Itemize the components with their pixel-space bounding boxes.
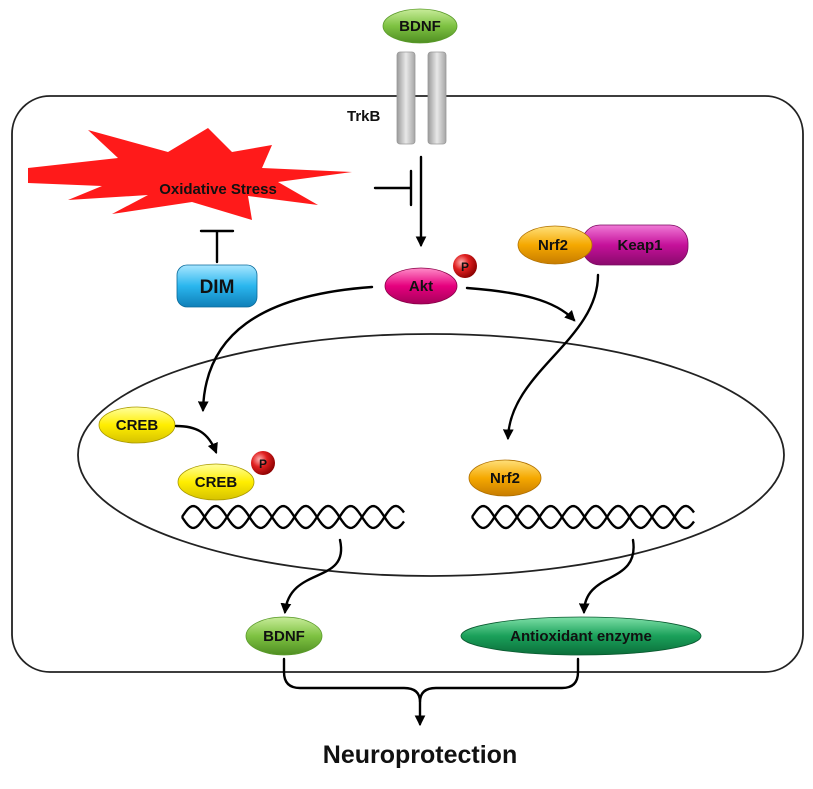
akt-phospho-label: P: [461, 260, 469, 274]
creb-phosphorylated-node: CREB: [177, 463, 255, 501]
akt-phospho-badge: P: [453, 254, 477, 278]
creb-label: CREB: [116, 417, 159, 434]
keap1-label: Keap1: [617, 237, 662, 254]
creb-phosphorylated-label: CREB: [195, 474, 238, 491]
neuroprotection-label: Neuroprotection: [323, 741, 517, 769]
dim-node: DIM: [176, 264, 258, 308]
convergence-bracket: [282, 657, 580, 703]
nrf2-nucleus-label: Nrf2: [490, 470, 520, 487]
dna-strand-2: [181, 504, 405, 530]
dna-strand-2: [471, 504, 695, 530]
bdnf-product-label: BDNF: [263, 628, 305, 645]
akt-label: Akt: [409, 278, 433, 295]
dna-left: [181, 504, 405, 530]
bdnf-ligand-label: BDNF: [399, 18, 441, 35]
dna-strand-1: [181, 504, 405, 530]
dna-to-antioxidant-edge: [578, 538, 635, 615]
oxidative-stress-node: Oxidative Stress: [28, 128, 352, 220]
creb-phosphorylation-edge: [174, 424, 218, 455]
akt-to-creb-edge: [197, 285, 374, 413]
nrf2-cytoplasm-label: Nrf2: [538, 237, 568, 254]
nrf2-translocation-edge: [502, 273, 600, 441]
akt-to-nrf2-edge: [465, 286, 576, 322]
trkb-label: TrkB: [347, 108, 381, 125]
trkb-receptor: [396, 51, 447, 145]
bdnf-product-node: BDNF: [245, 616, 323, 656]
creb-phospho-badge: P: [251, 451, 275, 475]
dna-strand-1: [471, 504, 695, 530]
bdnf-ligand-node: BDNF: [382, 8, 458, 44]
antioxidant-enzyme-label: Antioxidant enzyme: [510, 628, 652, 645]
dna-to-bdnf-edge: [280, 538, 343, 615]
akt-node: Akt: [384, 267, 458, 305]
stress-inhibits-signal-edge: [373, 169, 413, 207]
dim-inhibits-stress-edge: [199, 229, 235, 264]
dna-right: [471, 504, 695, 530]
creb-node: CREB: [98, 406, 176, 444]
oxidative-stress-label: Oxidative Stress: [159, 181, 277, 198]
antioxidant-enzyme-node: Antioxidant enzyme: [460, 616, 702, 656]
dim-label: DIM: [200, 277, 235, 298]
creb-phospho-label: P: [259, 457, 267, 471]
nrf2-keap1-complex: Nrf2 Keap1: [517, 224, 689, 266]
nucleus: [77, 333, 785, 577]
nrf2-nucleus-node: Nrf2: [468, 459, 542, 497]
